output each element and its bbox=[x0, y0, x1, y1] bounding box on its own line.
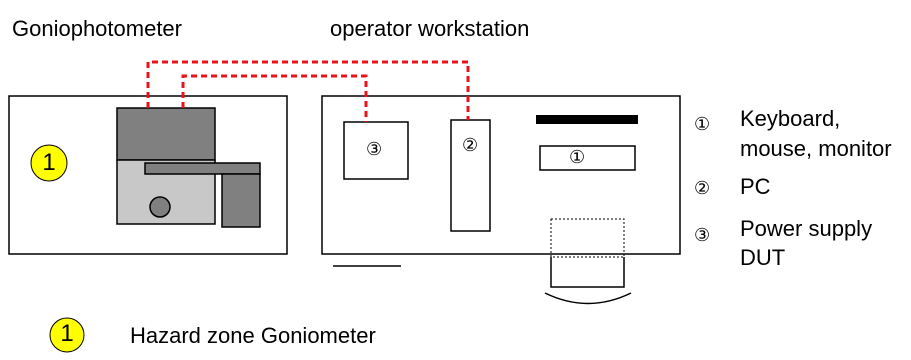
workstation-label: operator workstation bbox=[330, 16, 530, 41]
lamp-circle bbox=[149, 196, 171, 218]
legend-item-2-line-1: PC bbox=[740, 174, 771, 199]
monitor-bar bbox=[536, 115, 638, 124]
legend-item-1-number: ① bbox=[694, 114, 711, 134]
power-supply-box bbox=[343, 121, 409, 180]
legend-item-1-line-2: mouse, monitor bbox=[740, 136, 892, 161]
goniometer-head bbox=[116, 107, 216, 161]
goniometer-arm-block bbox=[221, 173, 261, 228]
legend-item-3-line-1: Power supply bbox=[740, 216, 873, 241]
legend-item-1-line-1: Keyboard, bbox=[740, 106, 841, 131]
cable-gonio-power bbox=[181, 74, 368, 122]
legend-hazard-number: 1 bbox=[60, 320, 74, 347]
legend-hazard-circle bbox=[49, 317, 85, 353]
keyboard-box bbox=[539, 145, 636, 171]
hazard-zone-marker bbox=[30, 144, 68, 182]
goniophotometer-label: Goniophotometer bbox=[12, 16, 182, 41]
power-supply-marker: ③ bbox=[366, 139, 383, 159]
pc-marker: ② bbox=[462, 135, 479, 155]
hazard-zone-number: 1 bbox=[42, 149, 56, 176]
keyboard-marker: ① bbox=[569, 147, 586, 167]
legend-item-3-number: ③ bbox=[694, 225, 711, 245]
pc-tower bbox=[450, 119, 491, 232]
chair-backrest-dotted bbox=[550, 218, 625, 258]
goniometer-arm bbox=[144, 162, 261, 175]
cable-gonio-pc bbox=[146, 60, 470, 120]
cable-group bbox=[146, 60, 470, 122]
legend-item-2-number: ② bbox=[694, 178, 711, 198]
legend-item-3-line-2: DUT bbox=[740, 245, 786, 270]
chair-arc bbox=[544, 292, 632, 305]
legend-hazard-text: Hazard zone Goniometer bbox=[130, 323, 376, 348]
chair-seat bbox=[550, 257, 625, 288]
